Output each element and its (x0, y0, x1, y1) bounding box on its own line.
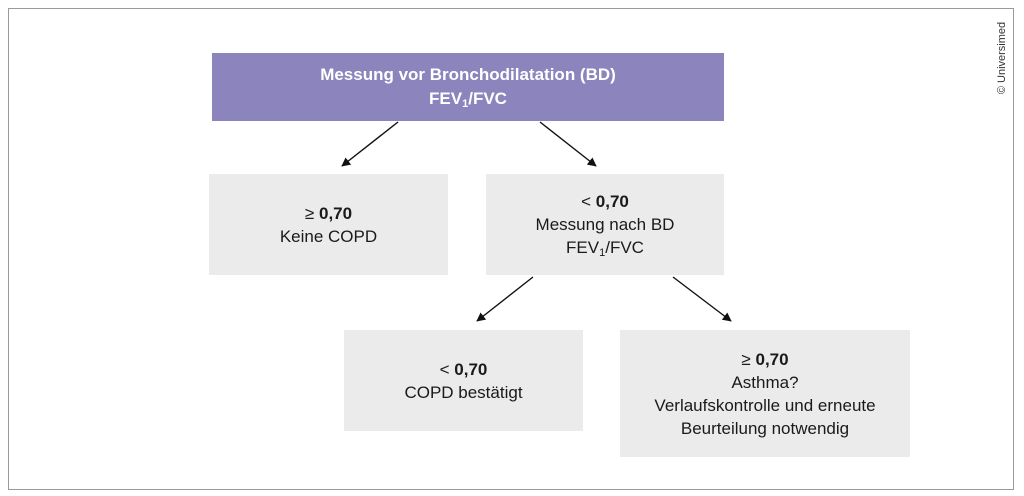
fev-label: FEV (566, 238, 600, 257)
post-bd-measurement-box: < 0,70 Messung nach BD FEV1/FVC (486, 174, 724, 275)
asthma-followup-box: ≥ 0,70 Asthma? Verlaufskontrolle und ern… (620, 330, 910, 457)
threshold-value: 0,70 (595, 192, 629, 211)
copd-confirmed-label: COPD bestätigt (404, 382, 523, 402)
threshold-line: ≥ 0,70 (305, 202, 352, 225)
threshold-value: 0,70 (755, 349, 789, 369)
arrow-top-to-left (341, 121, 399, 167)
copd-confirmed-box: < 0,70 COPD bestätigt (344, 330, 583, 431)
no-copd-box: ≥ 0,70 Keine COPD (209, 174, 448, 275)
operator: ≥ (304, 203, 315, 223)
threshold-line: ≥ 0,70 (741, 348, 788, 371)
no-copd-label: Keine COPD (279, 226, 378, 246)
assessment-label: Beurteilung notwendig (680, 418, 850, 438)
fev-subscript: 1 (599, 247, 606, 259)
copyright-credit: © Universimed (996, 21, 1008, 95)
operator: ≥ (741, 349, 751, 369)
pre-bd-measurement-box: Messung vor Bronchodilatation (BD) FEV1/… (212, 53, 724, 121)
threshold-line: < 0,70 (440, 358, 488, 381)
arrow-middle-to-bottom-right (672, 276, 732, 322)
followup-label: Verlaufskontrolle und erneute (654, 395, 876, 415)
operator: < (439, 359, 450, 379)
fev-subscript: 1 (462, 98, 469, 110)
asthma-label: Asthma? (731, 372, 799, 392)
diagram-frame (8, 8, 1014, 490)
post-bd-label: Messung nach BD (535, 215, 675, 234)
fvc-label: /FVC (468, 89, 507, 108)
pre-bd-title: Messung vor Bronchodilatation (BD) (320, 65, 616, 84)
threshold-line: < 0,70 (581, 190, 629, 213)
threshold-value: 0,70 (454, 359, 488, 379)
arrow-top-to-middle (539, 121, 597, 167)
operator: < (581, 192, 592, 211)
fvc-label: /FVC (605, 238, 644, 257)
arrow-middle-to-bottom-left (476, 276, 534, 322)
post-bd-ratio: FEV1/FVC (566, 236, 644, 259)
fev-label: FEV (429, 89, 463, 108)
threshold-value: 0,70 (318, 203, 353, 223)
pre-bd-ratio: FEV1/FVC (429, 87, 507, 111)
